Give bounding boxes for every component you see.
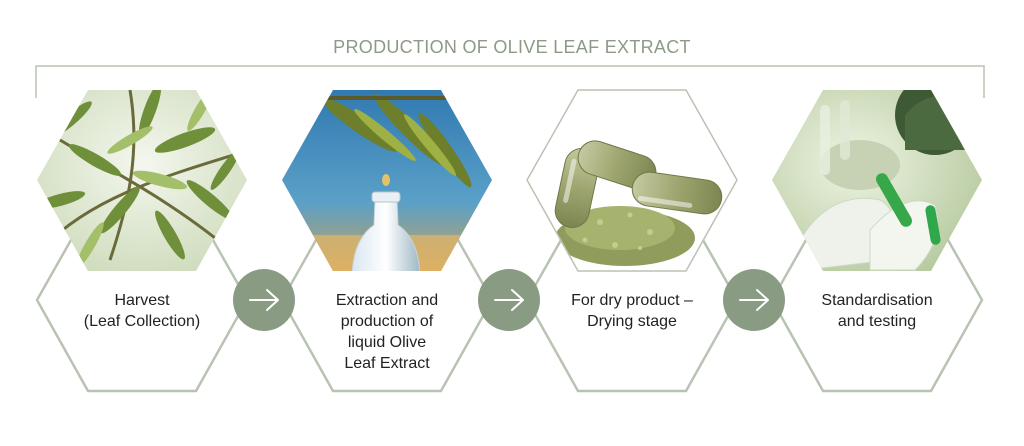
arrow-3 [723,269,785,331]
arrow-right-icon [494,289,524,311]
step-2-label: Extraction and production of liquid Oliv… [302,290,472,374]
step-3-line-2: Drying stage [587,313,677,330]
step-1-label: Harvest (Leaf Collection) [57,290,227,332]
arrow-right-icon [249,289,279,311]
step-3-image-outline [526,89,738,272]
step-2-line-4: Leaf Extract [344,355,430,372]
arrow-2 [478,269,540,331]
step-2-line-3: liquid Olive [347,334,427,351]
step-1-image [37,90,247,271]
step-3-image [527,90,737,271]
arrow-1 [233,269,295,331]
step-4-line-2: and testing [837,313,917,330]
step-2-line-1: Extraction and [335,292,439,309]
step-3-label: For dry product – Drying stage [547,290,717,332]
step-4-label: Standardisation and testing [792,290,962,332]
title-bracket [35,65,985,98]
step-1-line-2: (Leaf Collection) [83,313,201,330]
diagram-title: PRODUCTION OF OLIVE LEAF EXTRACT [333,37,691,57]
step-4-image [772,90,982,271]
step-3-line-1: For dry product – [571,292,693,309]
step-2-image [282,90,492,271]
step-1-line-1: Harvest [114,292,170,309]
arrow-right-icon [739,289,769,311]
step-4-line-1: Standardisation [821,292,933,309]
step-2-line-2: production of [340,313,434,330]
